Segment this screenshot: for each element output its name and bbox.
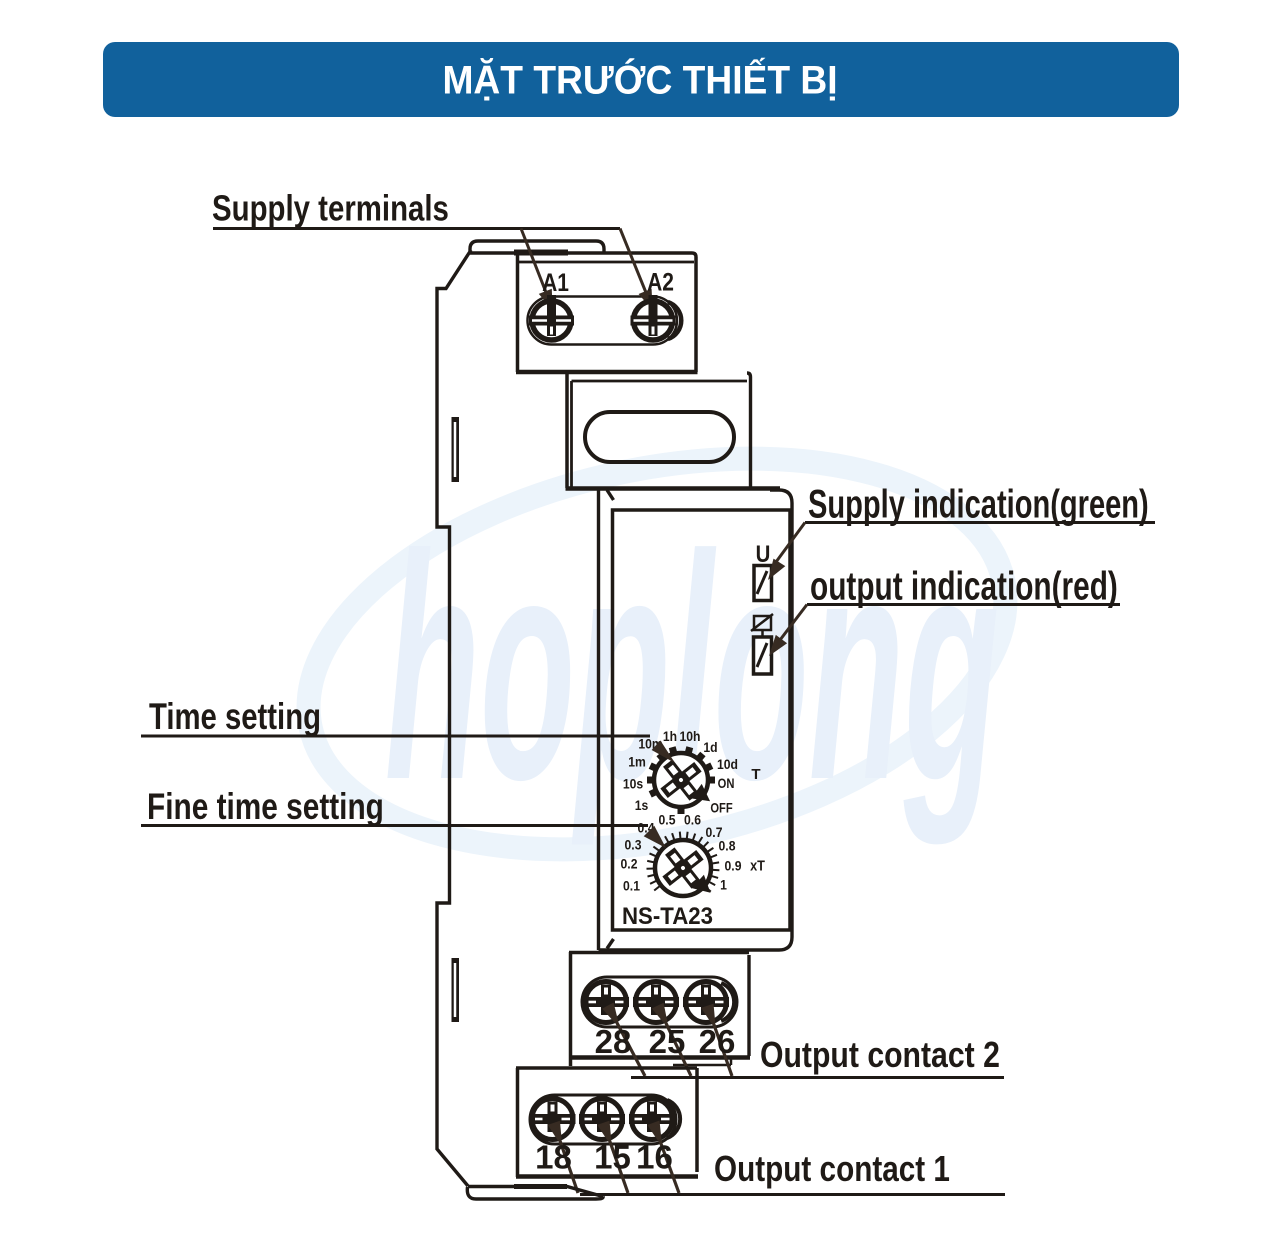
svg-text:10s: 10s xyxy=(623,776,643,792)
svg-text:MẶT TRƯỚC THIẾT BỊ: MẶT TRƯỚC THIẾT BỊ xyxy=(442,57,837,103)
svg-text:Time setting: Time setting xyxy=(149,697,321,738)
svg-text:xT: xT xyxy=(750,856,765,873)
svg-text:U: U xyxy=(756,540,771,567)
svg-text:Supply terminals: Supply terminals xyxy=(212,188,449,229)
svg-text:Supply indication(green): Supply indication(green) xyxy=(808,482,1149,527)
svg-text:1m: 1m xyxy=(628,754,646,770)
svg-text:NS-TA23: NS-TA23 xyxy=(622,902,713,929)
svg-text:Output contact 1: Output contact 1 xyxy=(714,1148,950,1188)
svg-text:0.1: 0.1 xyxy=(623,878,640,894)
svg-text:1d: 1d xyxy=(703,739,717,755)
svg-text:26: 26 xyxy=(699,1023,736,1060)
svg-text:10h: 10h xyxy=(680,728,701,744)
svg-text:18: 18 xyxy=(535,1139,572,1176)
svg-text:T: T xyxy=(751,766,760,783)
svg-text:28: 28 xyxy=(595,1023,632,1060)
svg-text:Fine time setting: Fine time setting xyxy=(147,787,384,828)
svg-text:1: 1 xyxy=(720,877,727,893)
svg-text:0.6: 0.6 xyxy=(684,812,701,828)
svg-text:0.9: 0.9 xyxy=(725,858,742,874)
svg-text:15: 15 xyxy=(594,1139,631,1176)
svg-text:10d: 10d xyxy=(717,756,738,772)
svg-text:A1: A1 xyxy=(542,268,569,296)
svg-text:1h: 1h xyxy=(663,728,677,744)
svg-text:ON: ON xyxy=(718,776,735,791)
svg-text:OFF: OFF xyxy=(710,800,733,815)
svg-text:0.2: 0.2 xyxy=(621,856,638,872)
svg-text:0.7: 0.7 xyxy=(706,824,723,840)
svg-text:A2: A2 xyxy=(647,268,674,296)
svg-text:Output contact 2: Output contact 2 xyxy=(760,1036,1000,1076)
svg-text:0.3: 0.3 xyxy=(625,837,642,853)
svg-text:output indication(red): output indication(red) xyxy=(810,564,1118,608)
svg-text:0.5: 0.5 xyxy=(659,812,676,828)
svg-text:25: 25 xyxy=(649,1023,686,1060)
svg-text:16: 16 xyxy=(636,1139,673,1176)
svg-text:1s: 1s xyxy=(635,797,649,813)
svg-text:0.8: 0.8 xyxy=(719,838,736,854)
